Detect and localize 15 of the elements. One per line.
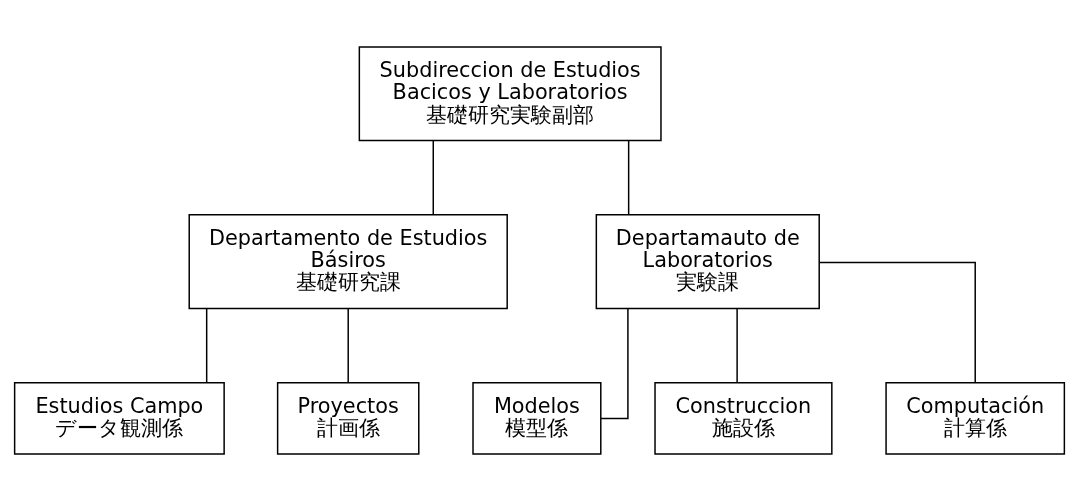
connector — [347, 307, 349, 383]
node-box: Modelos 模型係 — [472, 381, 602, 455]
connector — [736, 307, 738, 383]
node-box: Departamento de Estudios Básiros 基礎研究課 — [188, 213, 508, 309]
connector — [600, 307, 629, 419]
node-box: Proyectos 計画係 — [276, 381, 420, 455]
connector — [818, 261, 976, 383]
connector — [205, 307, 208, 383]
node-box: Estudios Campo データ観測係 — [13, 381, 225, 455]
node-box: Subdireccion de Estudios Bacicos y Laboratorios 基礎研究実験副部 — [358, 45, 662, 141]
connector — [432, 139, 434, 216]
node-box: Departamauto de Laboratorios 実験課 — [595, 213, 820, 309]
node-box: Computación 計算係 — [885, 381, 1066, 455]
connector — [627, 139, 630, 216]
node-box: Construccion 施設係 — [654, 381, 833, 455]
